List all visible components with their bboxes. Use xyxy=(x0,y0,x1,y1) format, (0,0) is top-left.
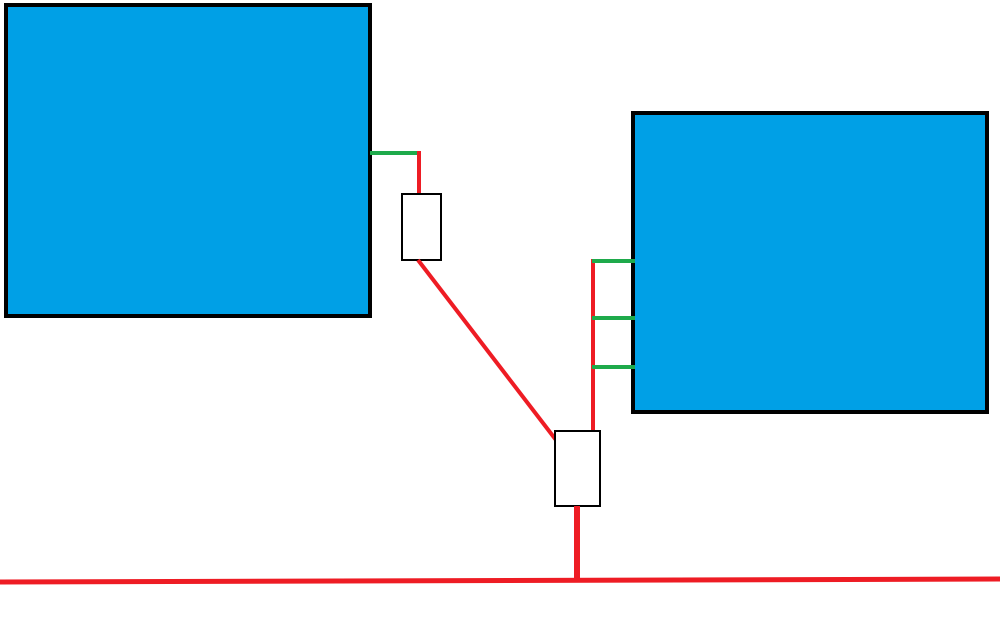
main-line xyxy=(0,576,1000,585)
upper-junction-box xyxy=(401,193,442,261)
lower-junction-box xyxy=(554,430,601,507)
right-panel xyxy=(631,111,989,414)
diagonal-wire xyxy=(416,258,558,442)
left-panel xyxy=(4,3,372,318)
